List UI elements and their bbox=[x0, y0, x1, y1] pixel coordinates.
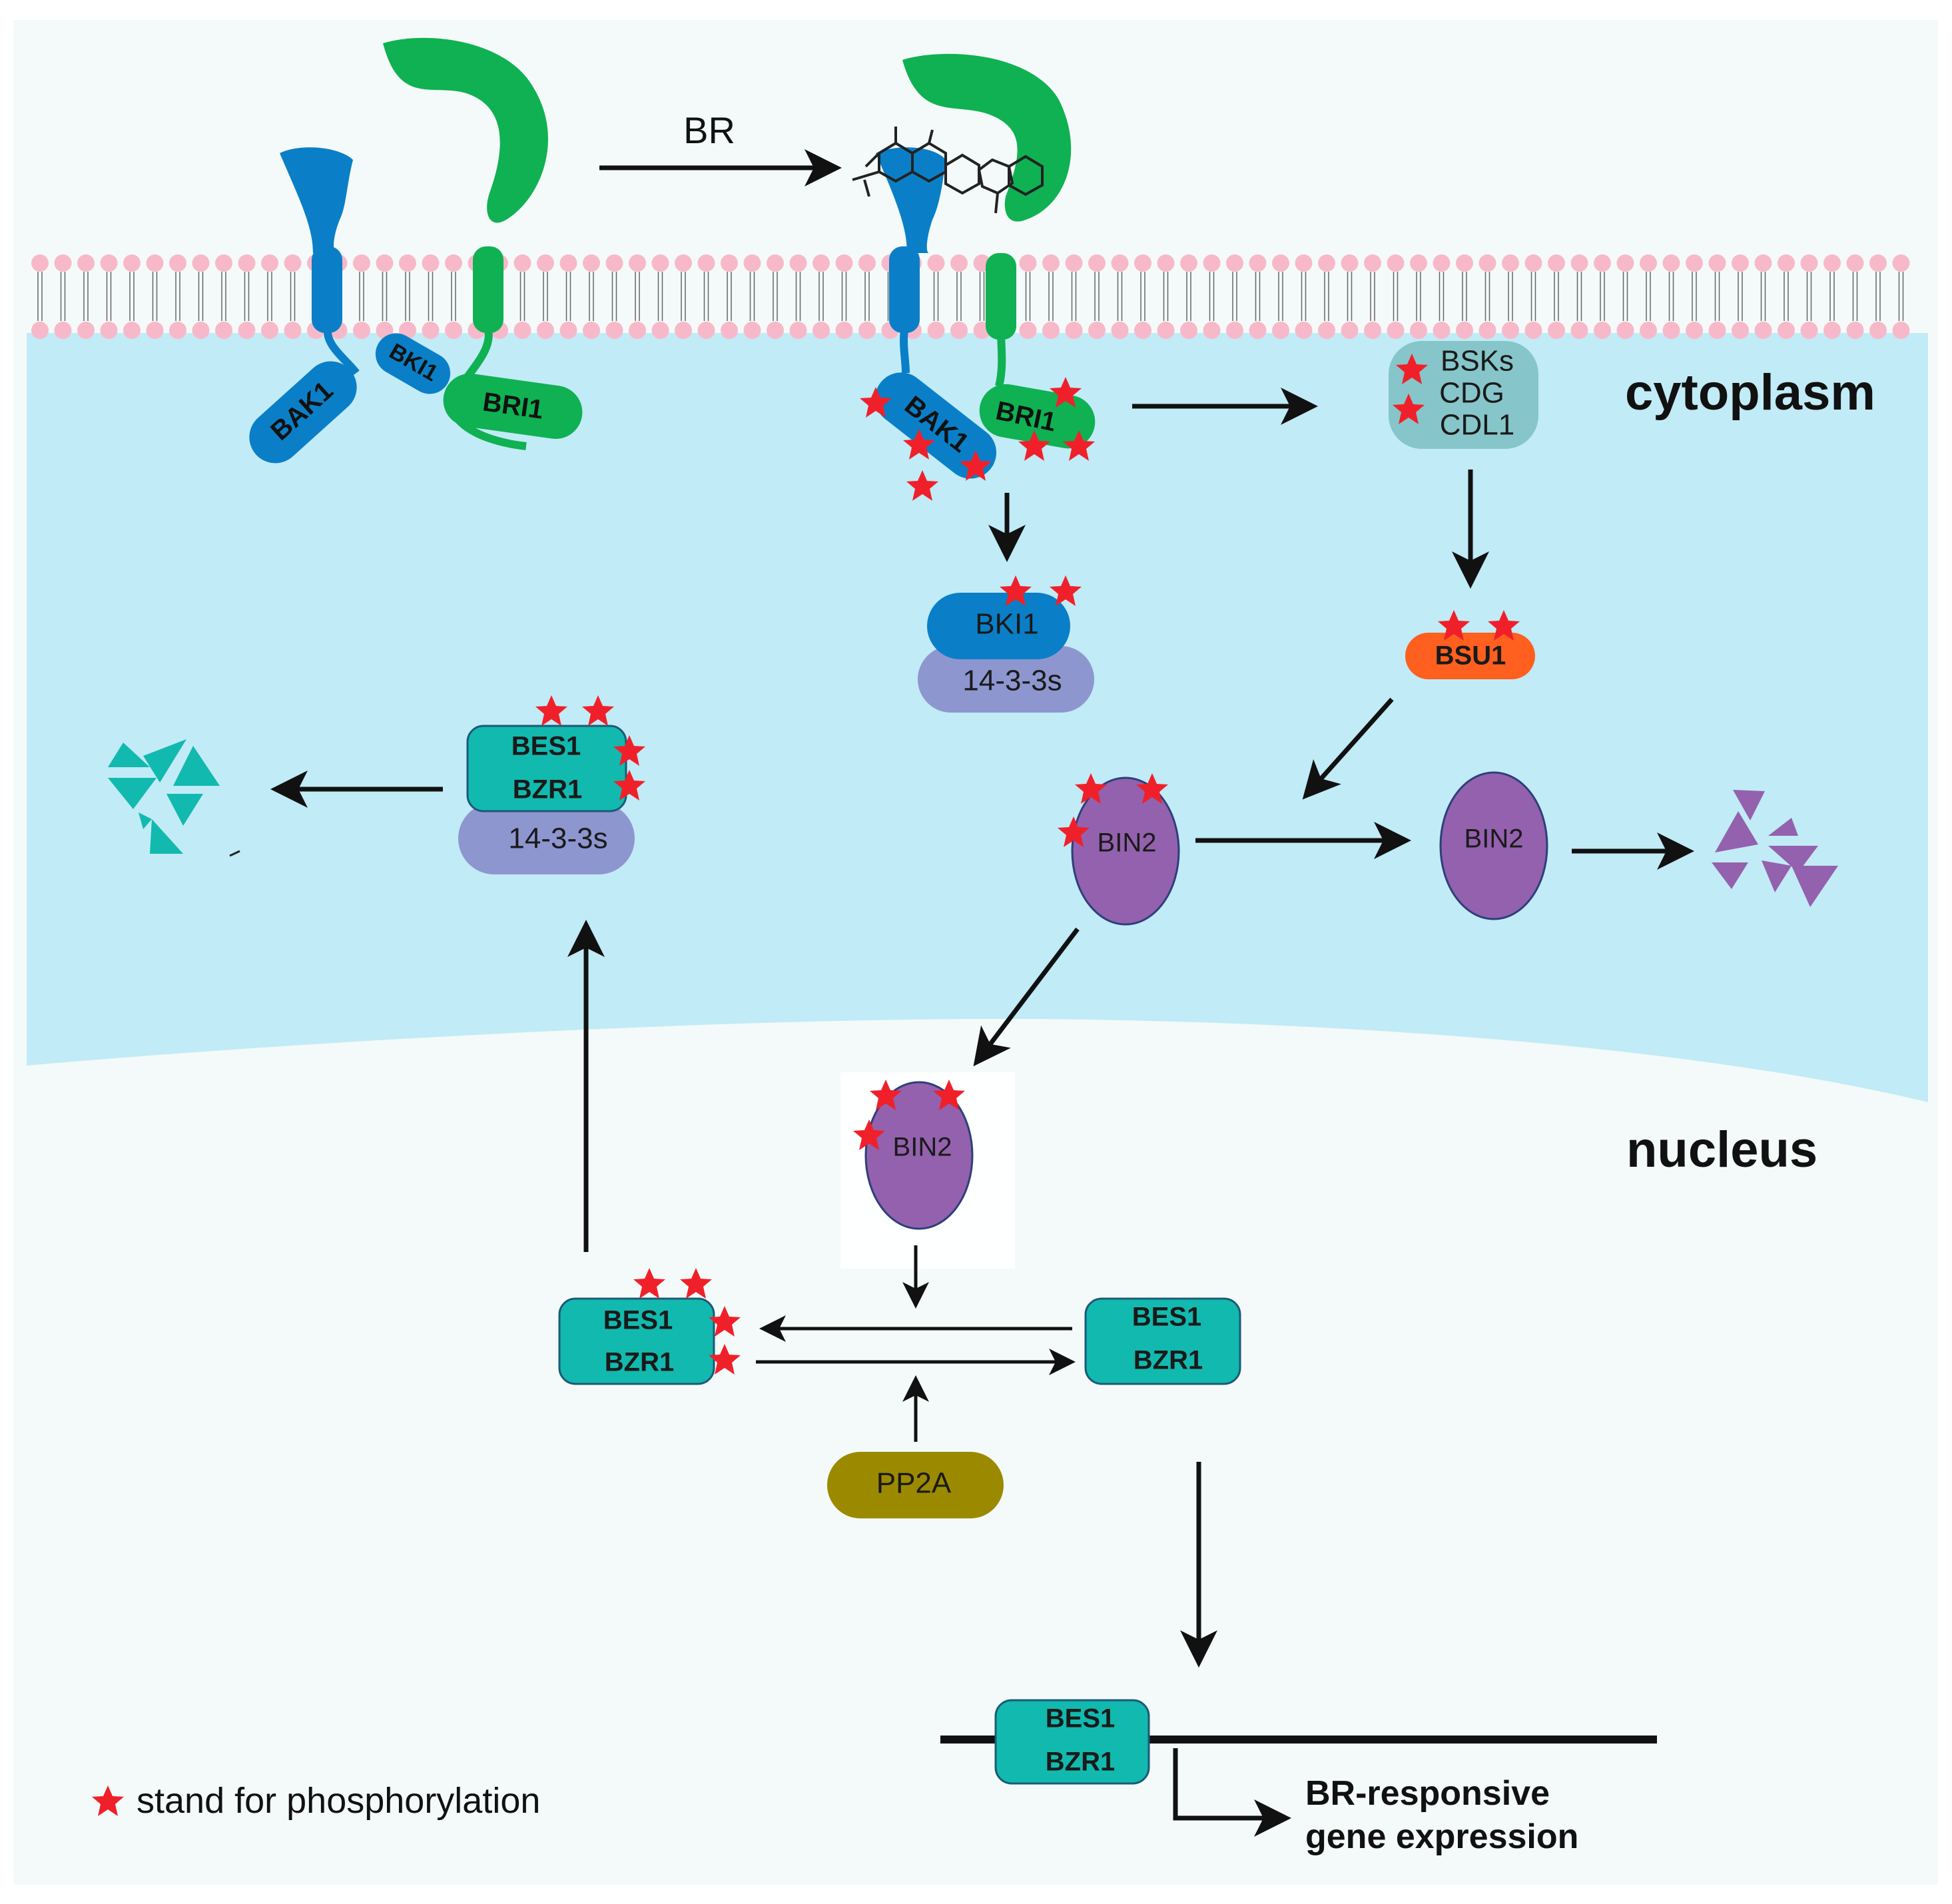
cytoplasm-region bbox=[27, 333, 1928, 1102]
bes1-phospho-label: BES1 bbox=[603, 1306, 673, 1335]
bki1-free-label: BKI1 bbox=[975, 608, 1038, 641]
bes1-bzr1-1433-cyto: 14-3-3s BES1 BZR1 bbox=[458, 695, 645, 874]
bri1-kinase bbox=[443, 373, 583, 440]
bzr1-phospho-label: BZR1 bbox=[605, 1348, 674, 1377]
bsu1-label: BSU1 bbox=[1435, 641, 1506, 671]
protein-1433-bes-complex bbox=[458, 802, 635, 874]
brassinosteroid-molecule bbox=[852, 127, 1044, 214]
pp2a-label: PP2A bbox=[876, 1467, 952, 1500]
bin2-cyto-label: BIN2 bbox=[1098, 828, 1157, 858]
bin2-nucleus-label: BIN2 bbox=[893, 1133, 952, 1162]
pp2a: PP2A bbox=[827, 1452, 1004, 1518]
bin2-phospho-cyto: BIN2 bbox=[1058, 773, 1180, 926]
output-label-line2: gene expression bbox=[1305, 1817, 1578, 1856]
protein-1433-cyto-label: 14-3-3s bbox=[962, 665, 1062, 697]
br-label: BR bbox=[683, 109, 735, 151]
cdl1-label: CDL1 bbox=[1440, 409, 1515, 442]
protein-1433-bes-label: 14-3-3s bbox=[508, 822, 607, 855]
transcription-arrow bbox=[1173, 1748, 1291, 1837]
bin2-inactive: BIN2 bbox=[1439, 771, 1548, 920]
nucleus-label: nucleus bbox=[1626, 1121, 1817, 1178]
bak1-kinase bbox=[249, 361, 357, 464]
arrow-bin2-to-nucleus bbox=[973, 927, 1080, 1067]
bes1-bzr1-phospho-nucleus: BES1 BZR1 bbox=[558, 1268, 741, 1385]
bzr1-cyto-label: BZR1 bbox=[513, 775, 582, 804]
bin2-inactive-label: BIN2 bbox=[1464, 824, 1524, 854]
cytoplasm-label: cytoplasm bbox=[1625, 364, 1875, 421]
bsk-cdg-cdl1-complex: BSKs CDG CDL1 bbox=[1389, 341, 1538, 449]
legend: stand for phosphorylation bbox=[92, 1781, 540, 1821]
bes1-active-label: BES1 bbox=[1132, 1303, 1202, 1332]
bin2-phospho-nucleus: BIN2 bbox=[840, 1072, 1015, 1269]
bzr1-active-label: BZR1 bbox=[1134, 1346, 1203, 1375]
bes1-degraded-fragments bbox=[108, 739, 240, 857]
bki1-1433-complex: 14-3-3s BKI1 bbox=[918, 575, 1094, 713]
bes1-cyto-label: BES1 bbox=[511, 732, 581, 761]
bzr1-dna-label: BZR1 bbox=[1046, 1747, 1115, 1777]
bes1-bzr1-dna-bound: BES1 BZR1 bbox=[994, 1699, 1150, 1785]
bsks-label: BSKs bbox=[1441, 345, 1514, 378]
legend-text: stand for phosphorylation bbox=[137, 1781, 540, 1821]
arrow-bsu1-to-bin2 bbox=[1302, 697, 1394, 800]
bki1-free bbox=[927, 593, 1070, 659]
inactive-receptor-complex: BAK1 BKI1 BRI1 bbox=[249, 37, 583, 464]
bin2-degraded-fragments bbox=[1712, 790, 1838, 907]
bsu1: BSU1 bbox=[1405, 610, 1535, 679]
cdg-label: CDG bbox=[1439, 377, 1504, 410]
bki1-bound bbox=[375, 333, 451, 394]
protein-1433-cyto bbox=[918, 646, 1094, 713]
bes1-dna-label: BES1 bbox=[1046, 1704, 1116, 1734]
plasma-membrane bbox=[31, 254, 1910, 339]
bes1-bzr1-active-nucleus: BES1 BZR1 bbox=[1084, 1297, 1241, 1385]
output-label-line1: BR-responsive bbox=[1305, 1774, 1550, 1813]
bak1-active-kinase bbox=[874, 372, 997, 479]
